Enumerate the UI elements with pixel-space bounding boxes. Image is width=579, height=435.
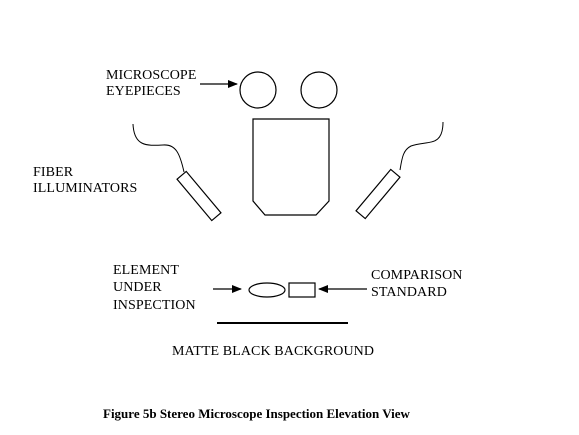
fiber-label-line1: FIBER [33,165,74,180]
element-label-line3: INSPECTION [113,298,196,313]
microscope-body [252,118,330,216]
left-fiber-illuminator [176,170,222,222]
figure-caption: Figure 5b Stereo Microscope Inspection E… [103,406,410,421]
standard-label-line1: COMPARISON [371,268,463,283]
right-eyepiece [300,71,338,109]
element-under-inspection-shape [248,282,286,298]
element-label-line1: ELEMENT [113,263,180,278]
background-label: MATTE BLACK BACKGROUND [172,344,375,359]
standard-label-line2: STANDARD [371,285,447,300]
right-fiber-illuminator [355,168,401,220]
eyepieces-label-line1: MICROSCOPE [106,68,197,83]
left-fiber-cable [132,123,185,173]
element-label-line2: UNDER [113,280,162,295]
left-eyepiece [239,71,277,109]
fiber-label-line2: ILLUMINATORS [33,181,138,196]
comparison-standard-shape [288,282,316,298]
right-fiber-cable [399,121,444,171]
eyepieces-label-line2: EYEPIECES [106,84,181,99]
